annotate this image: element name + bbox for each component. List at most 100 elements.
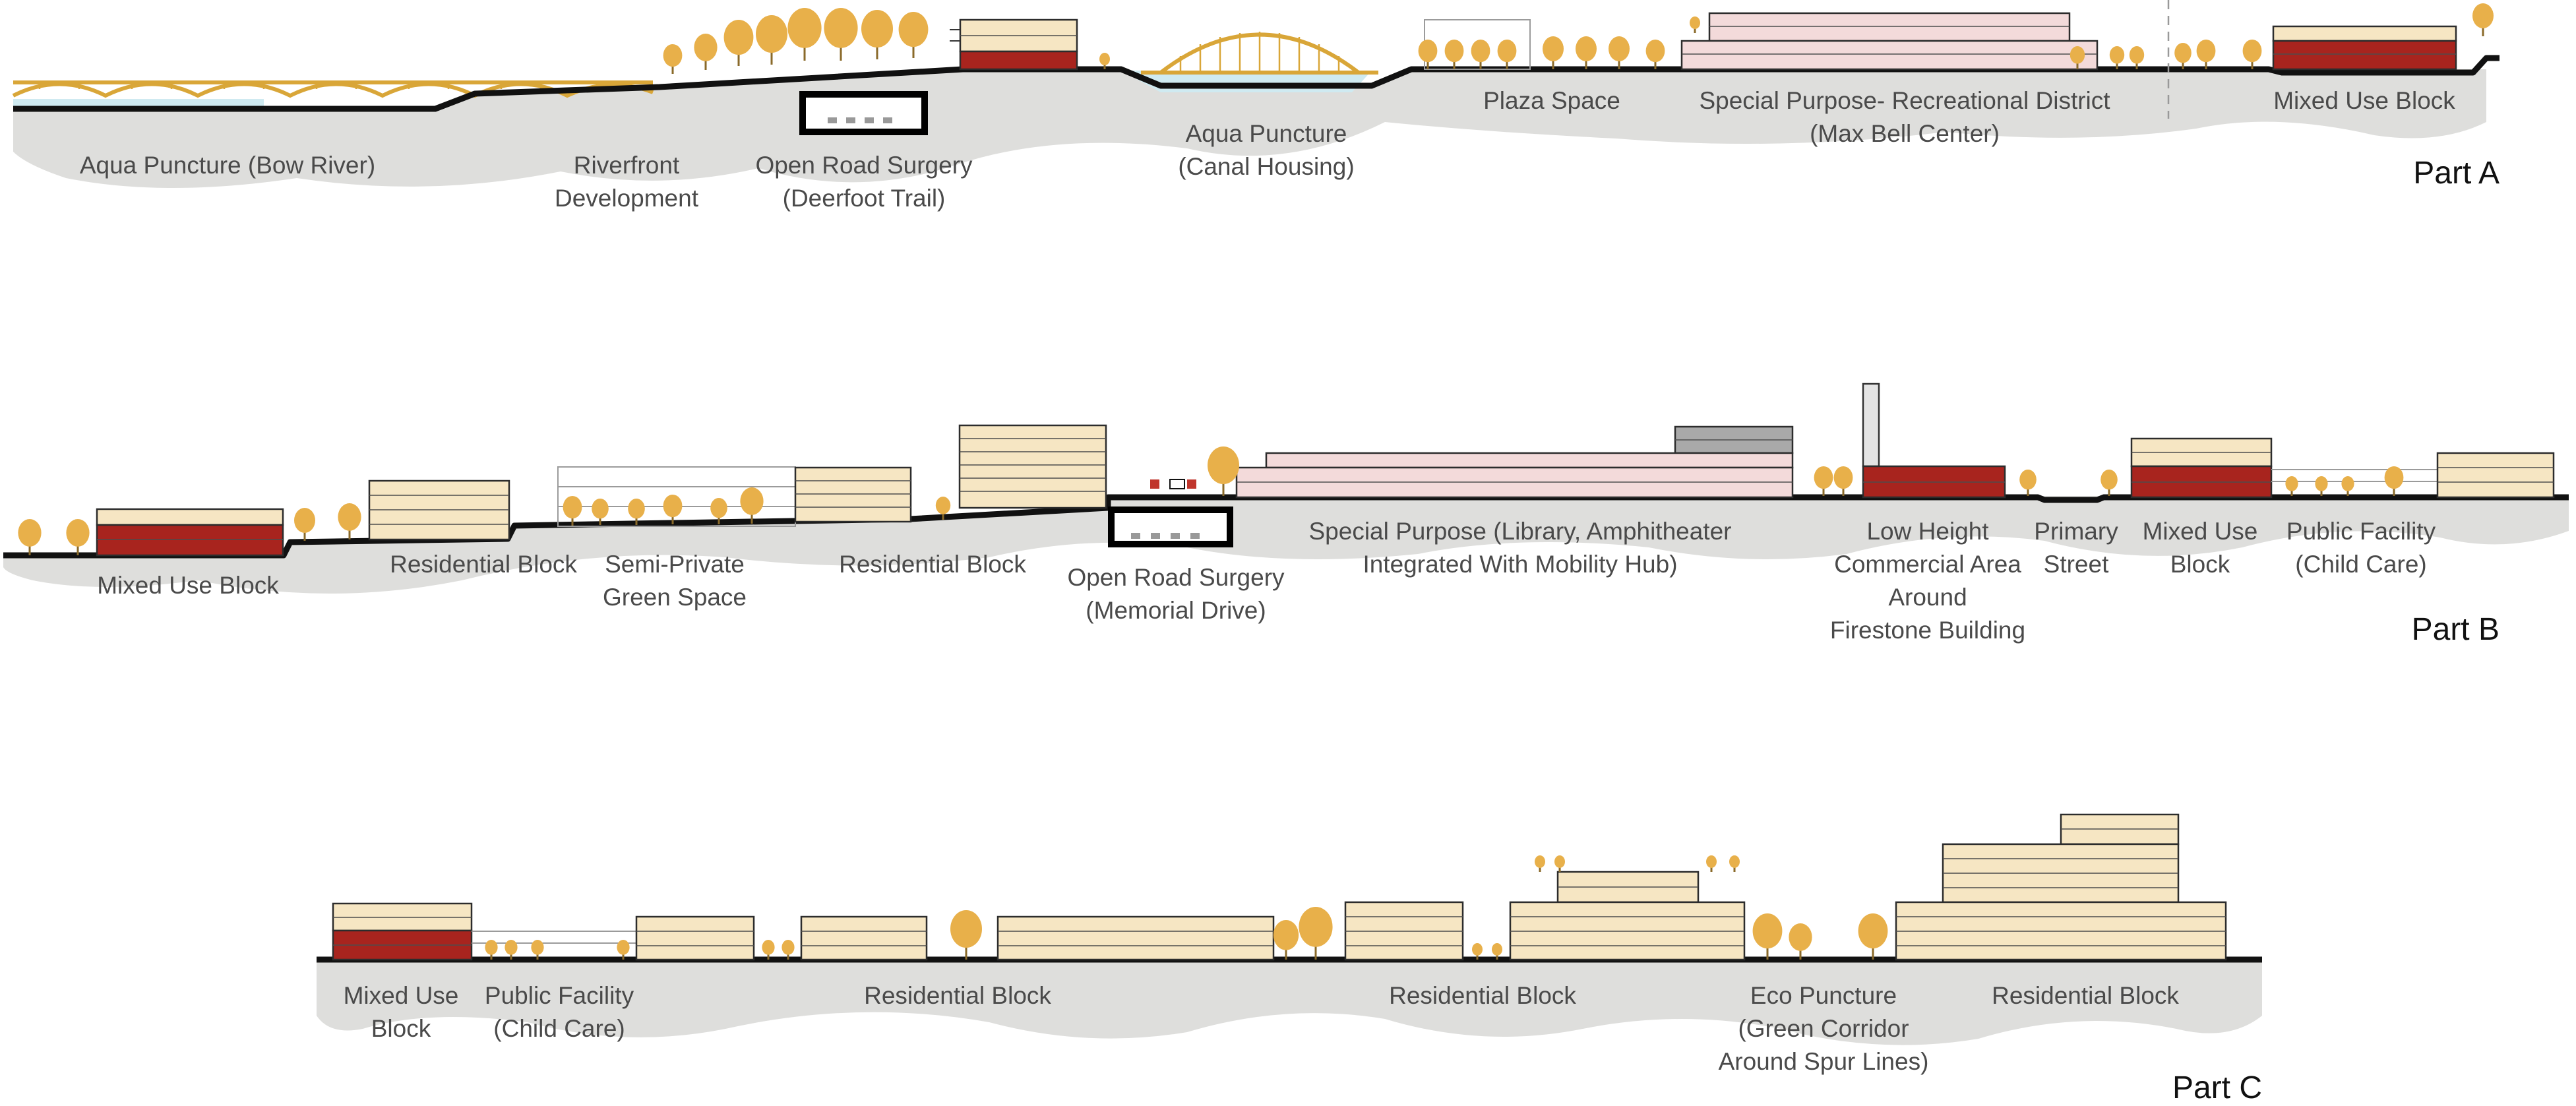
- tree-icon: [563, 496, 582, 526]
- label-c4: Residential Block: [1389, 982, 1576, 1009]
- part-b-label: Part B: [2412, 612, 2499, 647]
- tree-icon: [694, 34, 718, 70]
- residential-block-b4: [794, 466, 912, 523]
- tree-icon: [2242, 40, 2262, 69]
- tree-icon: [1497, 40, 1517, 69]
- tree-icon: [2174, 43, 2192, 69]
- trees-part-b: [18, 446, 2404, 555]
- tree-icon: [2384, 466, 2404, 496]
- firestone-building: [1862, 383, 2006, 499]
- tree-icon: [2472, 3, 2494, 36]
- tree-icon: [2101, 470, 2118, 496]
- mixed-use-block-a: [2272, 25, 2457, 71]
- tree-icon: [1492, 943, 1502, 960]
- tree-icon: [2129, 46, 2145, 69]
- tree-icon: [1833, 466, 1853, 496]
- tree-icon: [710, 498, 727, 524]
- tree-icon: [338, 503, 361, 539]
- label-b2: Residential Block: [390, 551, 577, 578]
- surface-vehicles: [1150, 479, 1196, 489]
- tunnel-cars-b: [1131, 533, 1200, 539]
- part-c-label: Part C: [2172, 1070, 2262, 1105]
- tree-icon: [1208, 446, 1239, 496]
- tree-icon: [2341, 476, 2354, 496]
- riverfront-building: [950, 18, 1078, 71]
- residential-block-c-d: [1344, 901, 1464, 961]
- tree-icon: [663, 44, 683, 74]
- label-b1: Mixed Use Block: [97, 572, 279, 599]
- tree-icon: [2019, 470, 2037, 496]
- tree-icon: [1099, 53, 1110, 69]
- label-a7: Mixed Use Block: [2273, 87, 2455, 114]
- tree-icon: [1543, 36, 1564, 69]
- part-a-section: [12, 0, 2499, 188]
- trees-part-a: [663, 3, 2494, 74]
- part-a-ground: [13, 69, 2486, 188]
- tree-icon: [861, 10, 893, 59]
- mixed-use-block-b9: [2130, 437, 2273, 499]
- tree-icon: [898, 11, 929, 58]
- label-a6: Special Purpose- Recreational District(M…: [1699, 87, 2110, 147]
- library-mobility-hub: [1235, 425, 1794, 499]
- tree-icon: [824, 8, 858, 61]
- tree-icon: [505, 940, 518, 960]
- tree-icon: [1814, 466, 1833, 496]
- tree-icon: [2196, 40, 2216, 69]
- part-a-label: Part A: [2413, 156, 2499, 191]
- label-c2: Public Facility(Child Care): [485, 982, 634, 1042]
- tree-icon: [762, 940, 775, 960]
- tree-icon: [756, 15, 787, 65]
- part-b-section: [3, 383, 2569, 594]
- label-c3: Residential Block: [864, 982, 1051, 1009]
- label-b4: Residential Block: [839, 551, 1026, 578]
- residential-block-c-e: [1509, 871, 1746, 961]
- trees-part-c: [485, 855, 1888, 960]
- tree-icon: [628, 499, 645, 525]
- residential-block-b-end: [2436, 452, 2555, 499]
- tree-icon: [1444, 40, 1464, 69]
- tree-icon: [2315, 476, 2328, 496]
- residential-tower-c: [1895, 813, 2227, 961]
- tree-icon: [1645, 40, 1665, 69]
- tree-icon: [1690, 16, 1700, 33]
- tree-icon: [1554, 855, 1565, 872]
- residential-block-b2: [368, 479, 510, 541]
- tree-icon: [66, 519, 90, 555]
- tree-icon: [592, 499, 609, 525]
- tree-icon: [1858, 913, 1888, 960]
- child-care-canopy-c: [472, 931, 636, 944]
- tree-icon: [1299, 907, 1333, 960]
- child-care-canopy-b: [2271, 469, 2438, 482]
- tree-icon: [1418, 40, 1438, 69]
- label-b10: Public Facility(Child Care): [2286, 518, 2436, 578]
- tree-icon: [617, 940, 630, 960]
- residential-block-c-b: [800, 915, 928, 961]
- residential-block-c-c: [997, 915, 1275, 961]
- label-a1: Aqua Puncture (Bow River): [80, 152, 375, 179]
- label-c6: Residential Block: [1992, 982, 2179, 1009]
- tree-icon: [294, 508, 315, 541]
- tree-icon: [531, 940, 544, 960]
- tree-icon: [1789, 923, 1812, 960]
- tree-icon: [1576, 36, 1597, 69]
- tree-icon: [723, 19, 754, 66]
- part-b-ground: [3, 496, 2569, 594]
- tree-icon: [2285, 476, 2298, 496]
- tree-icon: [1729, 855, 1740, 872]
- mixed-use-block-c1: [332, 902, 473, 961]
- label-a3: Open Road Surgery(Deerfoot Trail): [755, 152, 973, 212]
- tree-icon: [740, 487, 764, 524]
- tree-icon: [935, 497, 951, 520]
- tree-icon: [485, 940, 498, 960]
- tree-icon: [1535, 855, 1545, 872]
- residential-block-c-a: [635, 915, 755, 961]
- tree-icon: [1752, 913, 1783, 960]
